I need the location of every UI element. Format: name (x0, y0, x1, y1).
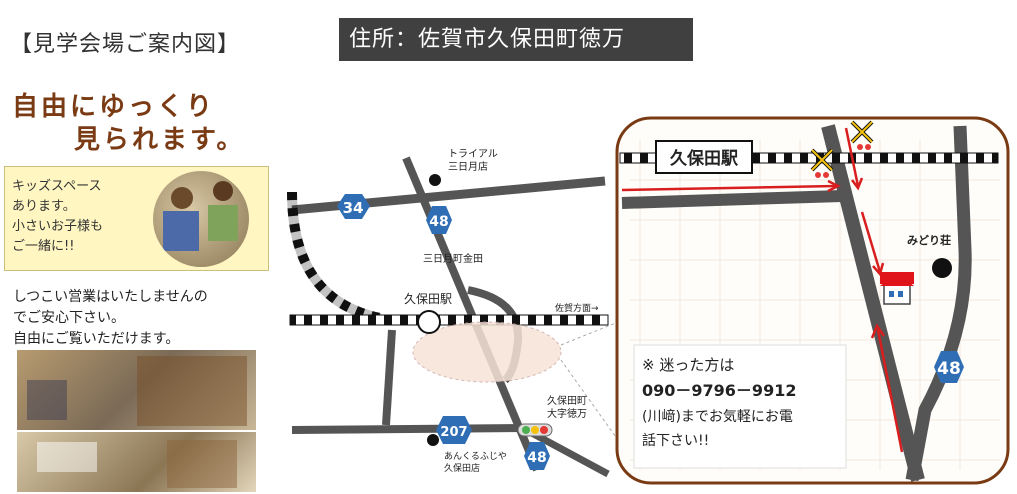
midori-so-marker (932, 258, 952, 278)
callout-line-2 (560, 359, 619, 441)
detail-road-east-west (621, 190, 843, 209)
page-heading: 【見学会場ご案内図】 (10, 32, 241, 57)
kids-text-line: キッズスペース (12, 179, 102, 194)
route-48-badge: 48 (426, 206, 452, 234)
station-marker (417, 310, 441, 334)
railroad-crossing-icon (810, 148, 834, 178)
tokuman-label: 大字徳万 (547, 407, 587, 420)
trial-store-label: トライアル (448, 148, 498, 160)
svg-text:48: 48 (527, 450, 546, 466)
notice-line: でご安心下さい。 (13, 310, 125, 326)
notice-line: しつこい営業はいたしませんの (13, 289, 208, 305)
railway-curve-bg (287, 191, 382, 323)
kids-text-line: あります。 (12, 199, 76, 214)
traffic-light-icon (517, 423, 553, 437)
railroad-crossing-icon (850, 120, 874, 150)
address-banner: 住所：佐賀市久保田町徳万 (339, 18, 693, 61)
kids-photo (153, 171, 249, 267)
svg-text:48: 48 (937, 359, 961, 379)
contact-line: (川﨑)までお気軽にお電 (642, 409, 793, 425)
road-48 (402, 156, 541, 472)
detail-station-label: 久保田駅 (670, 148, 739, 169)
detail-railway (619, 152, 999, 164)
railway-line (289, 314, 609, 326)
svg-text:34: 34 (343, 199, 364, 217)
road-west (382, 329, 396, 426)
svg-text:207: 207 (440, 425, 467, 440)
station-label: 久保田駅 (404, 292, 452, 306)
detail-station-box (655, 140, 753, 174)
tokuman-label: 久保田町 (547, 394, 587, 407)
venue-photo-2 (17, 432, 256, 492)
guide-arrows (621, 127, 904, 453)
contact-line: ※ 迷った方は (642, 356, 734, 374)
tagline-line-1: 自由にゆっくり (12, 92, 216, 122)
store-marker (429, 174, 441, 186)
venue-area-highlight (412, 321, 562, 383)
detail-road-48 (905, 125, 972, 482)
kids-text-line: 小さいお子様も (12, 219, 104, 234)
detail-route-48-badge: 48 (934, 351, 964, 383)
railway-curve (287, 191, 382, 323)
venue-house-icon (880, 272, 914, 305)
midori-so-label: みどり荘 (907, 233, 951, 247)
route-48-badge: 48 (524, 442, 550, 470)
tagline-line-2: 見られます。 (74, 125, 246, 155)
route-207-badge: 207 (436, 416, 472, 444)
road-207 (291, 424, 531, 434)
contact-box (633, 344, 847, 469)
contact-line: 話下さい!! (642, 432, 709, 449)
trial-store-label: 三日月店 (448, 160, 488, 173)
notice-line: 自由にご覧いただけます。 (13, 331, 180, 347)
kids-text-line: ご一緒に!! (12, 239, 75, 254)
route-34-badge: 34 (337, 194, 370, 219)
venue-photo-1 (17, 350, 256, 430)
road-southeast (528, 428, 610, 478)
detail-road-main (821, 124, 925, 482)
ankurumu-store-label: あんくるふじや (444, 451, 507, 462)
kids-space-box: キッズスペース あります。 小さいお子様も ご一緒に!! (4, 166, 269, 271)
mikatsuki-intersection-label: 三日月町金田 (423, 252, 483, 265)
contact-phone: 090－9796－9912 (642, 381, 796, 400)
svg-text:48: 48 (429, 214, 448, 230)
callout-line-1 (560, 321, 619, 346)
store-marker (427, 434, 439, 446)
to-saga-label: 佐賀方面→ (555, 302, 599, 314)
ankurumu-store-label: 久保田店 (444, 462, 480, 474)
